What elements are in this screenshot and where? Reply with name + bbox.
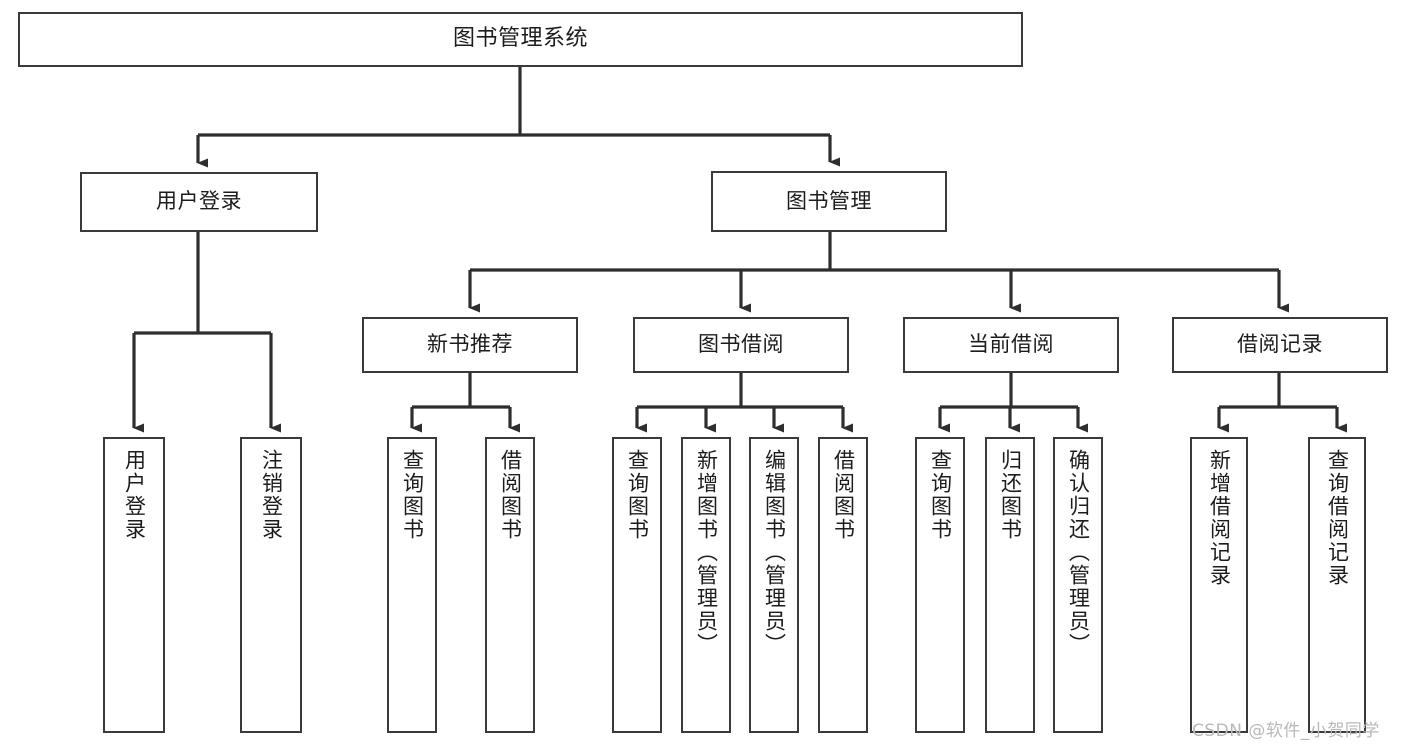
leaf-borrow-book-borrowing[interactable]: 借阅图书 (818, 437, 868, 733)
node-label: 查询图书 (928, 449, 953, 541)
node-label: 确认归还（管理员） (1066, 449, 1091, 656)
leaf-confirm-return-admin[interactable]: 确认归还（管理员） (1053, 437, 1103, 733)
node-label: 借阅记录 (1237, 332, 1323, 357)
node-label: 新增借阅记录 (1207, 449, 1232, 587)
leaf-query-borrowing-record[interactable]: 查询借阅记录 (1308, 437, 1366, 733)
leaf-return-book[interactable]: 归还图书 (985, 437, 1035, 733)
node-book-borrowing[interactable]: 图书借阅 (633, 317, 849, 373)
node-user-login[interactable]: 用户登录 (80, 172, 318, 232)
node-label: 编辑图书（管理员） (762, 449, 787, 656)
node-label: 图书管理 (786, 188, 872, 213)
node-label: 新书推荐 (427, 332, 513, 357)
node-borrowing-record[interactable]: 借阅记录 (1172, 317, 1388, 373)
node-label: 新增图书（管理员） (694, 449, 719, 656)
node-label: 归还图书 (998, 449, 1023, 541)
node-label: 当前借阅 (968, 332, 1054, 357)
node-current-borrowing[interactable]: 当前借阅 (903, 317, 1119, 373)
node-label: 用户登录 (122, 449, 147, 541)
node-root-system[interactable]: 图书管理系统 (18, 12, 1023, 67)
leaf-query-book-borrowing[interactable]: 查询图书 (612, 437, 662, 733)
node-label: 注销登录 (259, 449, 284, 541)
leaf-user-login[interactable]: 用户登录 (103, 437, 165, 733)
node-label: 图书管理系统 (452, 26, 588, 52)
leaf-add-borrowing-record[interactable]: 新增借阅记录 (1190, 437, 1248, 733)
leaf-borrow-book-recommendation[interactable]: 借阅图书 (485, 437, 535, 733)
node-new-book-recommendation[interactable]: 新书推荐 (362, 317, 578, 373)
node-label: 用户登录 (156, 189, 242, 214)
node-label: 查询借阅记录 (1325, 449, 1350, 587)
leaf-query-book-current[interactable]: 查询图书 (915, 437, 965, 733)
csdn-watermark: CSDN @软件_小贺同学 (1192, 721, 1380, 741)
node-label: 借阅图书 (831, 449, 856, 541)
node-label: 查询图书 (400, 449, 425, 541)
leaf-add-book-admin[interactable]: 新增图书（管理员） (681, 437, 731, 733)
leaf-logout[interactable]: 注销登录 (240, 437, 302, 733)
leaf-edit-book-admin[interactable]: 编辑图书（管理员） (749, 437, 799, 733)
node-label: 查询图书 (625, 449, 650, 541)
node-book-management[interactable]: 图书管理 (711, 171, 947, 232)
leaf-query-book-recommendation[interactable]: 查询图书 (387, 437, 437, 733)
node-label: 借阅图书 (498, 449, 523, 541)
node-label: 图书借阅 (698, 332, 784, 357)
